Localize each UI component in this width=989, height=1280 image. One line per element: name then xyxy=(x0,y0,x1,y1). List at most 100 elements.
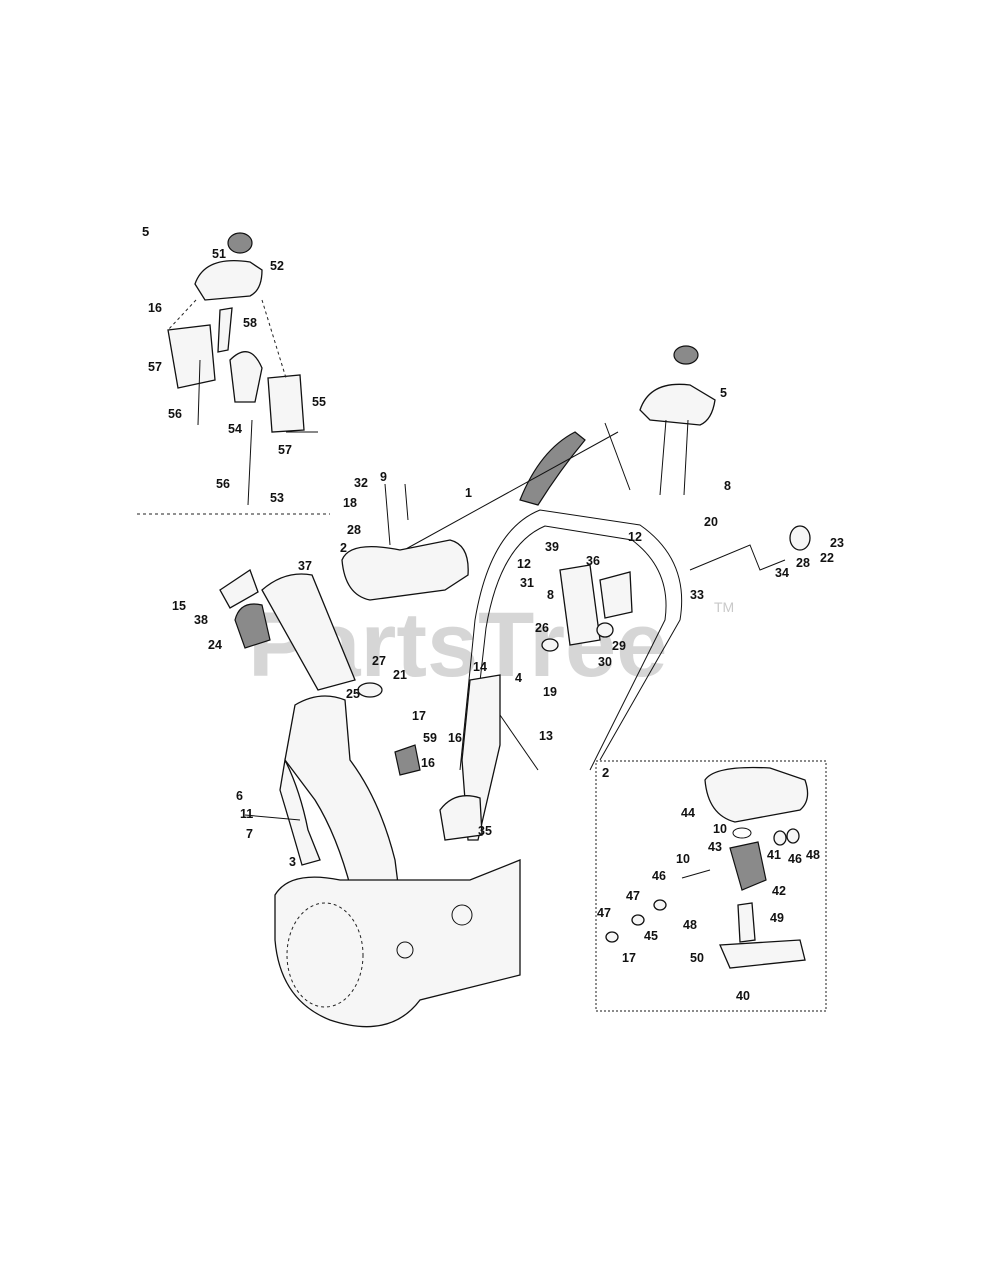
base-50-shape xyxy=(719,939,806,969)
callout-42: 42 xyxy=(772,884,786,898)
callout-20: 20 xyxy=(704,515,718,529)
callout-19: 19 xyxy=(543,685,557,699)
callout-41: 41 xyxy=(767,848,781,862)
cover-52-shape xyxy=(194,260,263,301)
part-45-shape xyxy=(631,914,645,926)
callout-38: 38 xyxy=(194,613,208,627)
callout-29: 29 xyxy=(612,639,626,653)
callout-30: 30 xyxy=(598,655,612,669)
auger-housing-opening xyxy=(286,902,364,1008)
callout-6: 6 xyxy=(236,789,243,803)
callout-4: 4 xyxy=(515,671,522,685)
callout-14: 14 xyxy=(473,660,487,674)
callout-27: 27 xyxy=(372,654,386,668)
bushing-49-shape xyxy=(737,902,756,943)
lever-58-shape xyxy=(217,307,233,353)
gear-24-shape xyxy=(234,603,271,649)
callout-12b: 12 xyxy=(517,557,531,571)
callout-labels: 51 52 16 58 57 56 54 55 57 56 53 5 8 9 3… xyxy=(148,247,844,1003)
callout-51: 51 xyxy=(212,247,226,261)
seal-10-top-shape xyxy=(732,827,752,839)
callout-54: 54 xyxy=(228,422,242,436)
callout-55: 55 xyxy=(312,395,326,409)
nut-17-shape xyxy=(605,931,619,943)
callout-8b: 8 xyxy=(547,588,554,602)
main-assembly xyxy=(219,345,811,1028)
washer-29-shape xyxy=(596,622,614,638)
callout-35: 35 xyxy=(478,824,492,838)
callout-10: 10 xyxy=(713,822,727,836)
washer-48-shape xyxy=(786,828,800,844)
callout-49: 49 xyxy=(770,911,784,925)
callout-40: 40 xyxy=(736,989,750,1003)
bracket-36-shape xyxy=(559,564,601,646)
callout-9: 9 xyxy=(380,470,387,484)
callout-21: 21 xyxy=(393,668,407,682)
callout-16c: 16 xyxy=(421,756,435,770)
gear-42-shape xyxy=(729,841,767,891)
chute-25-shape xyxy=(284,695,401,906)
callout-47b: 47 xyxy=(597,906,611,920)
callout-43: 43 xyxy=(708,840,722,854)
explode-line-a xyxy=(167,299,197,331)
bolt-13-shape xyxy=(499,714,539,771)
bracket-57-left-shape xyxy=(167,324,216,389)
callout-53: 53 xyxy=(270,491,284,505)
callout-15: 15 xyxy=(172,599,186,613)
callout-23: 23 xyxy=(830,536,844,550)
plate-59-shape xyxy=(394,744,421,776)
watermark-trademark: TM xyxy=(714,599,734,615)
callout-52: 52 xyxy=(270,259,284,273)
callout-11: 11 xyxy=(240,807,253,821)
bolt-32-shape xyxy=(384,483,391,546)
handle-frame-inner xyxy=(469,525,667,771)
cover-44-shape xyxy=(704,766,809,823)
callout-46: 46 xyxy=(788,852,802,866)
part-48b-shape xyxy=(653,899,667,911)
inset-shift-lever-exploded: 5 xyxy=(137,224,330,515)
housing-hole-b xyxy=(396,941,414,959)
callout-26: 26 xyxy=(535,621,549,635)
bolt-6-shape xyxy=(244,814,301,821)
callout-46b: 46 xyxy=(652,869,666,883)
callout-12: 12 xyxy=(628,530,642,544)
control-rod-1 xyxy=(394,431,619,556)
callout-34: 34 xyxy=(775,566,789,580)
inset-label-5: 5 xyxy=(142,224,149,239)
callout-33: 33 xyxy=(690,588,704,602)
callout-17: 17 xyxy=(412,709,426,723)
callout-16b: 16 xyxy=(448,731,462,745)
callout-32: 32 xyxy=(354,476,368,490)
shift-cover-5 xyxy=(639,383,716,426)
shift-rod-b xyxy=(683,419,689,496)
callout-8: 8 xyxy=(724,479,731,493)
callout-39: 39 xyxy=(545,540,559,554)
callout-59: 59 xyxy=(423,731,437,745)
bracket-57-right-shape xyxy=(267,374,305,433)
callout-50: 50 xyxy=(690,951,704,965)
callout-18: 18 xyxy=(343,496,357,510)
callout-13: 13 xyxy=(539,729,553,743)
handle-frame-outer xyxy=(459,509,683,771)
rod-1-bracket-line xyxy=(604,422,631,491)
auger-housing xyxy=(274,859,521,1028)
callout-48b: 48 xyxy=(683,918,697,932)
bolt-9-shape xyxy=(404,483,409,521)
rod-56-right xyxy=(247,419,253,506)
callout-17b: 17 xyxy=(622,951,636,965)
callout-58: 58 xyxy=(243,316,257,330)
inset-gearbox-exploded: 2 xyxy=(595,760,827,1012)
washer-21-shape xyxy=(357,682,383,698)
callout-16: 16 xyxy=(148,301,162,315)
chute-lower-3-shape xyxy=(279,757,321,866)
callout-56: 56 xyxy=(168,407,182,421)
callout-48: 48 xyxy=(806,848,820,862)
bracket-38-shape xyxy=(219,569,259,609)
callout-45: 45 xyxy=(644,929,658,943)
callout-7: 7 xyxy=(246,827,253,841)
crank-rod-34 xyxy=(689,544,786,571)
callout-36: 36 xyxy=(586,554,600,568)
callout-1: 1 xyxy=(465,486,472,500)
bushing-26-shape xyxy=(541,638,559,652)
